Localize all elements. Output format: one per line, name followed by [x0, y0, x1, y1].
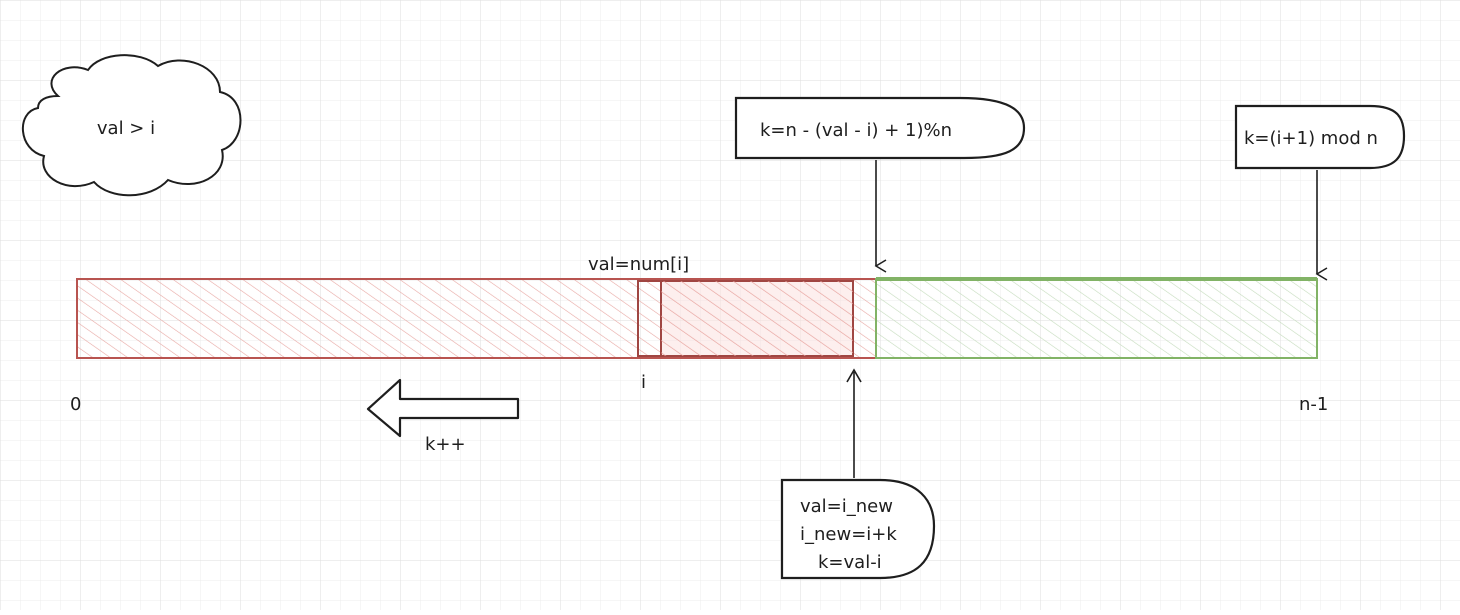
array-bar	[76, 277, 1318, 359]
cloud-label: val > i	[97, 118, 155, 139]
array-start-label: 0	[70, 394, 81, 415]
array-range-hatch	[661, 281, 853, 356]
array-green-segment	[875, 278, 1318, 359]
callout-right-label: k=(i+1) mod n	[1244, 128, 1378, 149]
array-end-label: n-1	[1299, 394, 1328, 415]
callout-bottom-line-1: val=i_new	[800, 496, 893, 517]
callout-bottom-line-3: k=val-i	[818, 552, 882, 573]
callout-mid: k=n - (val - i) + 1)%n	[734, 96, 1026, 160]
left-block-arrow	[366, 378, 520, 438]
array-i-label: i	[641, 372, 646, 393]
callout-mid-label: k=n - (val - i) + 1)%n	[760, 120, 952, 141]
callout-bottom-arrowhead	[846, 368, 862, 383]
cloud-shape: val > i	[22, 54, 242, 197]
callout-right: k=(i+1) mod n	[1234, 104, 1406, 170]
array-value-label: val=num[i]	[588, 254, 689, 275]
callout-bottom: val=i_new i_new=i+k k=val-i	[780, 478, 936, 580]
left-arrow-label: k++	[425, 434, 466, 455]
callout-bottom-line-2: i_new=i+k	[800, 524, 897, 545]
